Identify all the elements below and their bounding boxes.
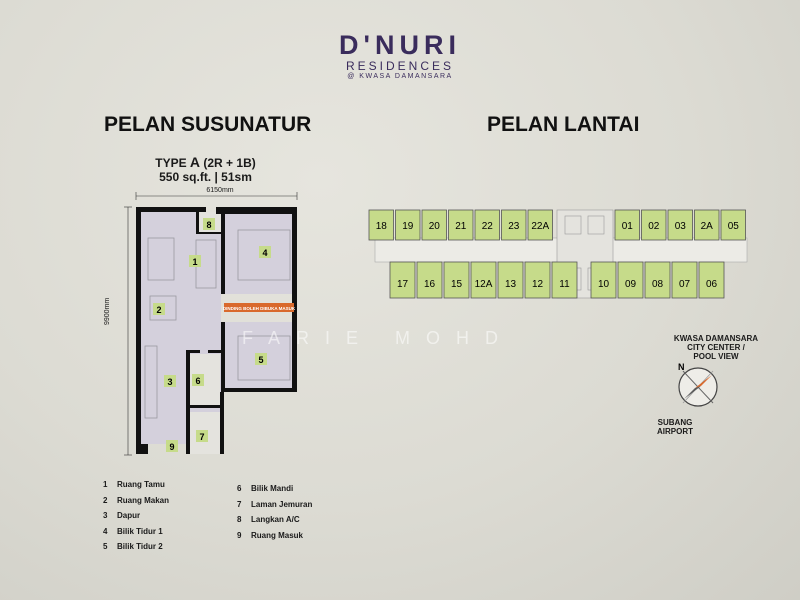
unit-box [641, 209, 667, 241]
unit-number: 07 [679, 279, 691, 290]
photo-watermark: FARIE MOHD [242, 328, 515, 348]
unit-number: 13 [505, 279, 517, 290]
unit-number: 01 [622, 221, 634, 232]
room-badge-5: 5 [258, 355, 263, 365]
unit-box [443, 261, 470, 299]
room-badge-9: 9 [169, 442, 174, 452]
compass-top-label: KWASA DAMANSARA CITY CENTER / POOL VIEW [673, 334, 759, 361]
unit-box [698, 261, 725, 299]
unit-number: 03 [675, 221, 687, 232]
room-badge-7: 7 [199, 432, 204, 442]
unit-number: 12A [475, 279, 493, 290]
unit-number: 06 [706, 279, 718, 290]
removable-wall-label: DINDING BOLEH DIBUKA MASUK [223, 306, 296, 311]
unit-number: 19 [402, 221, 414, 232]
unit-number: 2A [701, 221, 714, 232]
unit-number: 22 [482, 221, 494, 232]
unit-box [614, 209, 640, 241]
unit-box [389, 261, 416, 299]
unit-box [617, 261, 644, 299]
compass-bottom-label: SUBANG AIRPORT [657, 418, 693, 436]
removable-wall-strip [224, 303, 294, 312]
unit-number: 23 [508, 221, 520, 232]
unit-number: 08 [652, 279, 664, 290]
unit-number: 21 [455, 221, 467, 232]
unit-box [416, 261, 443, 299]
unit-box [470, 261, 497, 299]
compass-north: N [678, 362, 685, 372]
room-badge-3: 3 [167, 377, 172, 387]
unit-box [501, 209, 527, 241]
unit-type: TYPE A (2R + 1B) [118, 154, 293, 170]
brand-logo: D'NURI [339, 30, 461, 60]
unit-number: 09 [625, 279, 637, 290]
room-badge-6: 6 [195, 376, 200, 386]
unit-box [421, 209, 447, 241]
unit-size: 550 sq.ft. | 51sm [159, 170, 252, 184]
unit-number: 15 [451, 279, 463, 290]
unit-box [667, 209, 693, 241]
unit-type-letter: A [189, 154, 201, 170]
units-bottom-left: 17 16 15 12A 13 12 11 [389, 261, 578, 299]
room-badge-1: 1 [192, 257, 197, 267]
room-number-badges: 8 1 4 2 5 3 6 7 9 [153, 218, 271, 452]
width-dimension: 6150mm [206, 187, 234, 194]
unit-box [644, 261, 671, 299]
unit-box [527, 209, 553, 241]
room-badge-8: 8 [206, 220, 211, 230]
compass-needle [695, 375, 712, 388]
unit-box [694, 209, 720, 241]
unit-type-prefix: TYPE [155, 156, 187, 170]
unit-number: 18 [376, 221, 388, 232]
unit-box [474, 209, 500, 241]
units-bottom-right: 10 09 08 07 06 [590, 261, 725, 299]
unit-number: 20 [429, 221, 441, 232]
unit-box [671, 261, 698, 299]
unit-number: 22A [531, 221, 549, 232]
unit-box [497, 261, 524, 299]
unit-number: 05 [728, 221, 740, 232]
brand-location: @ KWASA DAMANSARA [347, 73, 453, 80]
unit-number: 02 [648, 221, 660, 232]
unit-box [395, 209, 421, 241]
unit-box [720, 209, 746, 241]
unit-box [368, 209, 394, 241]
layout-plan-heading: PELAN SUSUNATUR [104, 113, 312, 136]
unit-box [590, 261, 617, 299]
units-top-right: 01 02 03 2A 05 [614, 209, 746, 241]
brand-subtitle: RESIDENCES [345, 59, 455, 73]
unit-number: 10 [598, 279, 610, 290]
room-badge-2: 2 [156, 305, 161, 315]
unit-number: 11 [559, 279, 570, 290]
unit-box [551, 261, 578, 299]
floor-plan-heading: PELAN LANTAI [487, 113, 640, 136]
unit-number: 12 [532, 279, 544, 290]
units-top-left: 18 19 20 21 22 23 22A [368, 209, 553, 241]
room-badge-4: 4 [262, 248, 267, 258]
unit-box [448, 209, 474, 241]
unit-number: 16 [424, 279, 436, 290]
unit-type-config: (2R + 1B) [203, 156, 256, 170]
unit-box [524, 261, 551, 299]
unit-number: 17 [397, 279, 409, 290]
